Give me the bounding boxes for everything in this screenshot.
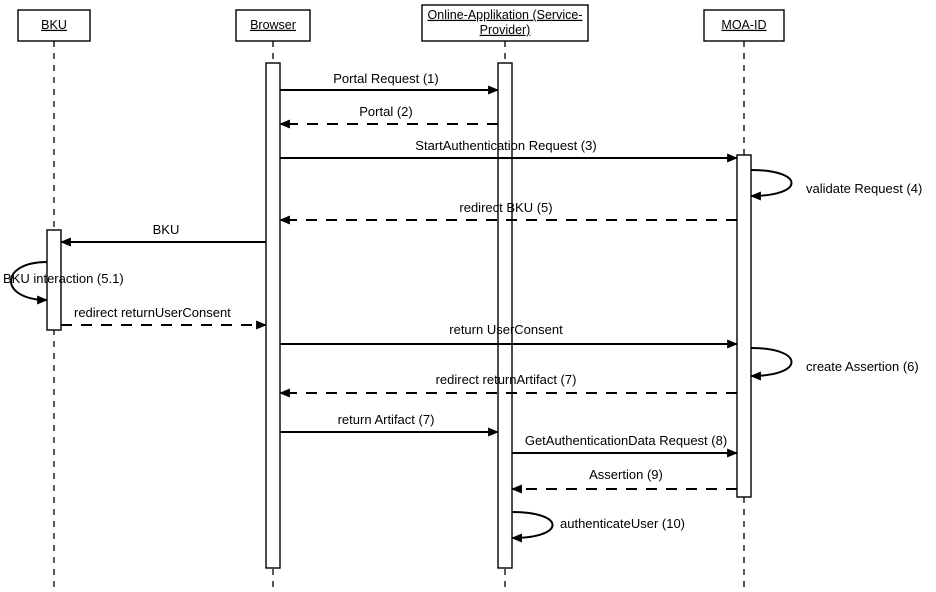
message-label: StartAuthentication Request (3) — [415, 138, 596, 153]
message-4[interactable]: validate Request (4) — [750, 169, 922, 201]
message-label: BKU — [153, 222, 180, 237]
self-message-arrow — [750, 347, 793, 381]
lifeline-bku[interactable]: BKU — [17, 9, 91, 592]
lifeline-moa-id[interactable]: MOA-ID — [703, 9, 785, 592]
lifeline-online-applikation[interactable]: Online-Applikation (Service-Provider) — [421, 4, 589, 592]
message-label: return Artifact (7) — [338, 412, 435, 427]
lifeline-label-bku: BKU — [41, 18, 67, 32]
message-label: redirect returnArtifact (7) — [436, 372, 577, 387]
message-6b[interactable]: return UserConsent — [280, 322, 738, 349]
message-label: Portal (2) — [359, 104, 412, 119]
self-message-arrow — [10, 261, 48, 305]
message-label: BKU interaction (5.1) — [3, 271, 124, 286]
message-3[interactable]: StartAuthentication Request (3) — [280, 138, 738, 163]
messages-layer: Portal Request (1) Portal (2) StartAuthent… — [3, 71, 922, 543]
lifeline-header-box-bku[interactable] — [17, 9, 91, 42]
lifeline-header-box-moa-id[interactable] — [703, 9, 785, 42]
lifelines-layer: BKU Browser Online-Applikation (Service-Pr… — [17, 4, 785, 592]
activation-bar-moa-id-0 — [736, 154, 752, 498]
self-message-arrow — [511, 511, 554, 543]
message-label: create Assertion (6) — [806, 359, 919, 374]
lifeline-header-box-browser[interactable] — [235, 9, 311, 42]
message-9[interactable]: Assertion (9) — [511, 467, 737, 494]
message-5.1[interactable]: BKU interaction (5.1) — [3, 261, 124, 305]
self-message-arrow — [750, 169, 793, 201]
activation-bar-bku-0 — [46, 229, 62, 331]
message-6[interactable]: create Assertion (6) — [750, 347, 919, 381]
message-label: GetAuthenticationData Request (8) — [525, 433, 727, 448]
message-label: return UserConsent — [449, 322, 563, 337]
message-5[interactable]: redirect BKU (5) — [279, 200, 737, 225]
message-label: redirect BKU (5) — [459, 200, 552, 215]
lifeline-label-online-applikation: Online-Applikation (Service- — [428, 8, 583, 22]
lifeline-header-box-online-applikation[interactable] — [421, 4, 589, 42]
message-label: redirect returnUserConsent — [74, 305, 231, 320]
message-label: validate Request (4) — [806, 181, 922, 196]
lifeline-label-moa-id: MOA-ID — [721, 18, 766, 32]
message-7[interactable]: return Artifact (7) — [280, 412, 499, 437]
lifeline-browser[interactable]: Browser — [235, 9, 311, 592]
message-8[interactable]: GetAuthenticationData Request (8) — [512, 433, 738, 458]
message-5a[interactable]: BKU — [60, 222, 266, 247]
message-label: Portal Request (1) — [333, 71, 439, 86]
message-2[interactable]: Portal (2) — [279, 104, 498, 129]
activation-bar-browser-0 — [265, 62, 281, 569]
message-10[interactable]: authenticateUser (10) — [511, 511, 685, 543]
activation-bar-online-applikation-0 — [497, 62, 513, 569]
message-1[interactable]: Portal Request (1) — [280, 71, 499, 95]
message-7a[interactable]: redirect returnArtifact (7) — [279, 372, 737, 398]
lifeline-label-browser: Browser — [250, 18, 296, 32]
message-6a[interactable]: redirect returnUserConsent — [61, 305, 267, 330]
lifeline-label-online-applikation: Provider) — [480, 23, 531, 37]
message-label: Assertion (9) — [589, 467, 663, 482]
message-label: authenticateUser (10) — [560, 516, 685, 531]
